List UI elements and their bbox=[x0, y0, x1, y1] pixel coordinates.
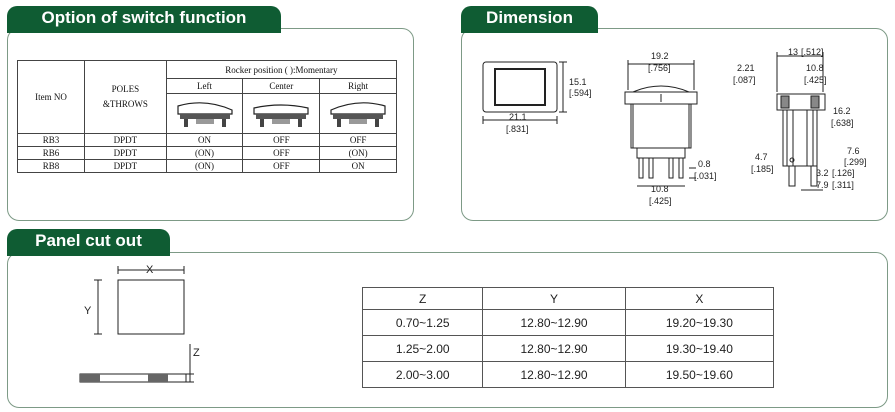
option-section-title: Option of switch function bbox=[7, 6, 281, 33]
dimension-drawing: 15.1 [.594] 21.1 [.831] 19.2 [.756] 0.8 … bbox=[482, 47, 867, 206]
rocker-right-icon bbox=[330, 101, 386, 127]
cell: ON bbox=[165, 133, 244, 147]
right-view bbox=[776, 52, 826, 191]
option-table: Item NO POLES &THROWS Rocker position ( … bbox=[16, 60, 398, 173]
table-row: RB3 DPDT ON OFF OFF bbox=[16, 133, 397, 147]
cell: 19.30~19.40 bbox=[624, 335, 775, 362]
header-rocker-position: Rocker position ( ):Momentary bbox=[165, 60, 398, 79]
cutout-table: Z Y X 0.70~1.25 12.80~12.90 19.20~19.30 … bbox=[361, 287, 775, 388]
right-low-inch: [.299] bbox=[844, 157, 867, 167]
cell: 12.80~12.90 bbox=[482, 361, 626, 388]
right-pin-label: 4.7 bbox=[755, 152, 768, 162]
right-left-inch: [.087] bbox=[733, 75, 756, 85]
right-b2-inch: [.311] bbox=[832, 180, 854, 190]
cell: 19.50~19.60 bbox=[624, 361, 775, 388]
side-pin-inch: [.031] bbox=[694, 171, 717, 181]
cutout-drawing: X Y Z bbox=[79, 264, 200, 383]
right-top-b-label: 10.8 bbox=[806, 63, 824, 73]
cell: 19.20~19.30 bbox=[624, 309, 775, 336]
right-mid-label: 16.2 bbox=[833, 106, 851, 116]
header-poles-throws: POLES &THROWS bbox=[84, 60, 167, 134]
side-bottom-inch: [.425] bbox=[649, 196, 672, 206]
cell: 12.80~12.90 bbox=[482, 309, 626, 336]
cell: DPDT bbox=[84, 133, 167, 147]
cell: (ON) bbox=[165, 146, 244, 160]
cell: (ON) bbox=[165, 159, 244, 173]
table-row: 1.25~2.00 12.80~12.90 19.30~19.40 bbox=[361, 335, 775, 362]
header-center: Center bbox=[242, 78, 321, 94]
right-top-a-label: 13 bbox=[788, 47, 798, 57]
right-mid-inch: [.638] bbox=[831, 118, 854, 128]
cell: 12.80~12.90 bbox=[482, 335, 626, 362]
header-right: Right bbox=[319, 78, 397, 94]
table-row: 0.70~1.25 12.80~12.90 19.20~19.30 bbox=[361, 309, 775, 336]
rocker-left-image bbox=[165, 93, 244, 134]
header-y: Y bbox=[482, 287, 626, 310]
cutout-x-label: X bbox=[146, 264, 154, 276]
rocker-center-icon bbox=[253, 103, 309, 127]
cell: RB6 bbox=[16, 146, 86, 160]
right-pin-inch: [.185] bbox=[751, 164, 774, 174]
front-height-inch: [.594] bbox=[569, 88, 592, 98]
cell: OFF bbox=[242, 133, 321, 147]
table-row: RB8 DPDT (ON) OFF ON bbox=[16, 159, 397, 173]
front-height-label: 15.1 bbox=[569, 77, 587, 87]
right-b1-inch: [.126] bbox=[832, 168, 855, 178]
cell: OFF bbox=[242, 146, 321, 160]
table-row: 2.00~3.00 12.80~12.90 19.50~19.60 bbox=[361, 361, 775, 388]
front-width-inch: [.831] bbox=[506, 124, 529, 134]
cell: ON bbox=[319, 159, 397, 173]
table-row: RB6 DPDT (ON) OFF (ON) bbox=[16, 146, 397, 160]
cell: DPDT bbox=[84, 146, 167, 160]
side-view bbox=[624, 60, 698, 187]
right-low-label: 7.6 bbox=[847, 146, 860, 156]
cutout-z-label: Z bbox=[193, 347, 200, 359]
side-pin-label: 0.8 bbox=[698, 159, 711, 169]
cell: OFF bbox=[242, 159, 321, 173]
cell: 1.25~2.00 bbox=[361, 335, 484, 362]
cell: 2.00~3.00 bbox=[361, 361, 484, 388]
cell: (ON) bbox=[319, 146, 397, 160]
cell: RB8 bbox=[16, 159, 86, 173]
header-item-no: Item NO bbox=[16, 60, 86, 134]
front-width-label: 21.1 bbox=[509, 112, 527, 122]
header-left: Left bbox=[165, 78, 244, 94]
panel-cutout-section-title: Panel cut out bbox=[7, 229, 170, 256]
right-b2-label: 7.9 bbox=[816, 180, 829, 190]
cutout-y-label: Y bbox=[84, 305, 92, 317]
header-z: Z bbox=[361, 287, 484, 310]
side-top-label: 19.2 bbox=[651, 51, 669, 61]
rocker-left-icon bbox=[176, 101, 233, 127]
rocker-center-image bbox=[242, 93, 321, 134]
right-left-label: 2.21 bbox=[737, 63, 755, 73]
dimension-section-title: Dimension bbox=[461, 6, 598, 33]
cell: OFF bbox=[319, 133, 397, 147]
right-top-b-inch: [.425] bbox=[804, 75, 827, 85]
side-top-inch: [.756] bbox=[648, 63, 671, 73]
cell: DPDT bbox=[84, 159, 167, 173]
rocker-right-image bbox=[319, 93, 397, 134]
right-b1-label: 3.2 bbox=[816, 168, 829, 178]
header-x: X bbox=[624, 287, 775, 310]
cell: RB3 bbox=[16, 133, 86, 147]
cell: 0.70~1.25 bbox=[361, 309, 484, 336]
side-bottom-label: 10.8 bbox=[651, 184, 669, 194]
front-view bbox=[482, 61, 567, 124]
right-top-a-inch: [.512] bbox=[801, 47, 824, 57]
